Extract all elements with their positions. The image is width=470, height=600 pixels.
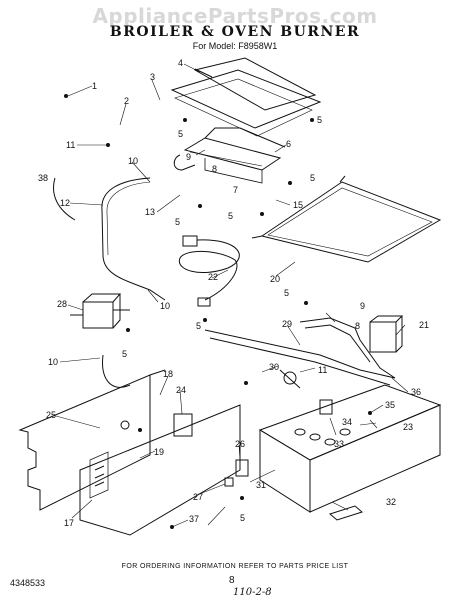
callout-31: 31 [256, 480, 266, 490]
component-27 [224, 477, 234, 487]
callout-10c: 10 [48, 357, 58, 367]
callout-26: 26 [235, 439, 245, 449]
callout-12: 12 [60, 198, 70, 208]
callout-27: 27 [193, 492, 203, 502]
callout-38: 38 [38, 173, 48, 183]
watermark: AppliancePartsPros.com [92, 4, 378, 28]
callout-11b: 11 [318, 365, 327, 375]
leader-lines [55, 63, 409, 528]
model-label: For Model: F8958W1 [192, 41, 278, 51]
bottom-pan-part [258, 384, 442, 513]
callout-5d: 5 [175, 217, 180, 227]
callout-5g: 5 [196, 321, 201, 331]
callout-6: 6 [286, 139, 291, 149]
callout-2: 2 [124, 96, 129, 106]
callout-13: 13 [145, 207, 155, 217]
callout-5b: 5 [317, 115, 322, 125]
broiler-burner-part [173, 127, 286, 184]
callout-5e: 5 [228, 211, 233, 221]
callout-10b: 10 [160, 301, 170, 311]
callout-5f: 5 [284, 288, 289, 298]
oven-baffle-part [251, 175, 442, 263]
broiler-panel-part [170, 57, 322, 137]
callout-33: 33 [334, 439, 344, 449]
shield-part-21 [369, 315, 404, 353]
callout-17: 17 [64, 518, 74, 528]
oven-burner-part [204, 317, 396, 389]
callout-22: 22 [208, 272, 218, 282]
part-32 [328, 505, 364, 521]
component-24 [173, 413, 193, 437]
diagram-title: BROILER & OVEN BURNER [109, 24, 361, 40]
ordering-info-note: FOR ORDERING INFORMATION REFER TO PARTS … [121, 563, 349, 570]
callout-25: 25 [46, 410, 56, 420]
callout-37: 37 [189, 514, 199, 524]
callout-15: 15 [293, 200, 303, 210]
callout-34: 34 [342, 417, 352, 427]
callout-24: 24 [176, 385, 186, 395]
callout-5h: 5 [122, 349, 127, 359]
igniter-wire-part [178, 235, 240, 307]
callout-21: 21 [419, 320, 429, 330]
callout-8b: 8 [355, 321, 360, 331]
callout-23: 23 [403, 422, 413, 432]
callout-9b: 9 [360, 301, 365, 311]
callout-3: 3 [150, 72, 155, 82]
tube-10-lower [102, 354, 131, 388]
component-26 [235, 459, 249, 477]
callout-5i: 5 [240, 513, 245, 523]
callout-8a: 8 [212, 164, 217, 174]
callout-20: 20 [270, 274, 280, 284]
callout-5a: 5 [178, 129, 183, 139]
callout-18: 18 [163, 369, 173, 379]
callout-28: 28 [57, 299, 67, 309]
callout-11a: 11 [66, 140, 75, 150]
bracket-part-25 [18, 369, 166, 511]
callout-4: 4 [178, 58, 183, 68]
mounting-plate-part [79, 404, 241, 536]
safety-valve-part [70, 293, 130, 329]
callout-5c: 5 [310, 173, 315, 183]
callout-7: 7 [233, 185, 238, 195]
tube-38 [53, 177, 76, 221]
screw-fasteners [64, 94, 372, 529]
gas-tube-12 [101, 177, 166, 301]
callout-19: 19 [154, 447, 164, 457]
page-number: 8 [229, 575, 235, 586]
callout-32: 32 [386, 497, 396, 507]
callout-35: 35 [385, 400, 395, 410]
callout-30: 30 [269, 362, 279, 372]
handwritten-note: 110-2-8 [233, 587, 272, 598]
callout-labels: 1 2 3 4 5 5 5 5 5 5 5 5 5 6 7 8 8 9 9 10… [38, 58, 429, 528]
callout-10a: 10 [128, 156, 138, 166]
document-code: 4348533 [10, 578, 46, 588]
callout-29: 29 [282, 319, 292, 329]
callout-9a: 9 [186, 152, 191, 162]
callout-1: 1 [92, 81, 97, 91]
callout-36: 36 [411, 387, 421, 397]
